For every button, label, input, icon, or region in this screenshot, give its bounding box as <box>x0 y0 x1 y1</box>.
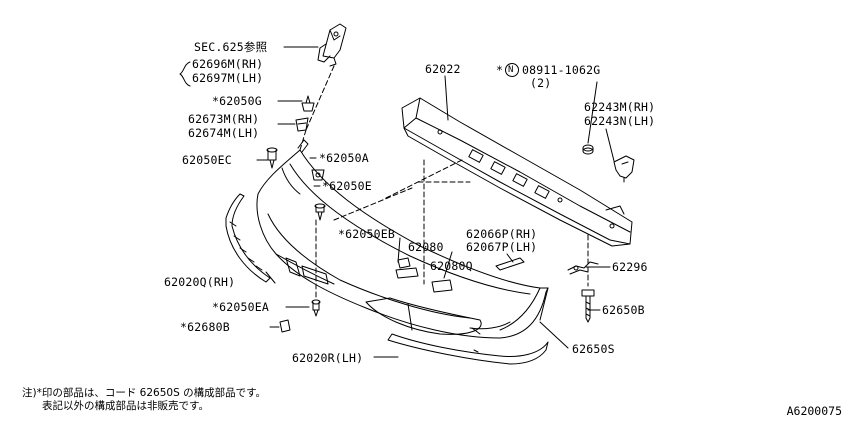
molding-62066p <box>495 257 525 271</box>
bolt-62650b <box>581 289 595 323</box>
label-62067p: 62067P(LH) <box>466 240 538 254</box>
label-62296: 62296 <box>612 260 648 274</box>
label-62066p: 62066P(RH) <box>466 227 538 241</box>
label-bolt-star: * <box>496 63 504 77</box>
label-62080: 62080 <box>408 240 444 254</box>
label-62673m: 62673M(RH) <box>188 112 260 126</box>
clip-62050e <box>314 203 326 221</box>
clip-62050eb <box>397 257 411 269</box>
nut-08911 <box>582 144 594 155</box>
label-62050a: *62050A <box>319 151 369 165</box>
side-trim <box>281 139 309 195</box>
side-strip-62020q <box>225 193 271 283</box>
cover-62080q <box>431 279 453 293</box>
label-62650s: 62650S <box>572 342 615 356</box>
clip-62050ea <box>311 299 321 317</box>
upper-bracket <box>317 23 347 67</box>
label-62696m: 62696M(RH) <box>192 57 264 71</box>
label-62080q: 62080Q <box>430 259 473 273</box>
label-62050g: *62050G <box>212 94 262 108</box>
harness-62296 <box>567 261 599 275</box>
label-62650b: 62650B <box>602 303 645 317</box>
label-sec625: SEC.625参照 <box>194 40 268 54</box>
label-62020q: 62020Q(RH) <box>164 275 236 289</box>
clip-62680b <box>279 319 291 333</box>
footnote-line-2: 表記以外の構成部品は非販売です。 <box>42 400 209 412</box>
clip-62050ec <box>266 147 278 169</box>
label-bolt-n: N <box>508 65 514 75</box>
dashed-guides <box>299 65 589 299</box>
label-62243m: 62243M(RH) <box>584 100 656 114</box>
label-62050e: *62050E <box>322 179 372 193</box>
label-62022: 62022 <box>425 62 461 76</box>
clip-62673m <box>295 117 309 132</box>
circled-n-icon <box>505 63 519 77</box>
footnote-line-1: 注)*印の部品は、コード 62650S の構成部品です。 <box>22 387 267 399</box>
bracket-62243m <box>613 155 635 183</box>
lower-strip-62020r <box>387 333 549 365</box>
label-62680b: *62680B <box>180 320 230 334</box>
label-bolt-code: 08911-1062G <box>522 63 601 77</box>
clip-62050g <box>301 95 315 112</box>
label-bolt-qty: (2) <box>530 76 552 90</box>
label-62050ec: 62050EC <box>182 153 232 167</box>
bumper-face <box>256 149 549 353</box>
label-62697m: 62697M(LH) <box>192 71 264 85</box>
reinforcement-beam <box>401 97 633 247</box>
label-62050ea: *62050EA <box>212 300 269 314</box>
label-62243n: 62243N(LH) <box>584 114 656 128</box>
brace <box>179 61 191 87</box>
diagram-code: A6200075 <box>786 404 842 418</box>
label-62674m: 62674M(LH) <box>188 126 260 140</box>
label-62050eb: *62050EB <box>338 227 395 241</box>
part-62080 <box>395 267 419 279</box>
label-62020r: 62020R(LH) <box>292 351 364 365</box>
